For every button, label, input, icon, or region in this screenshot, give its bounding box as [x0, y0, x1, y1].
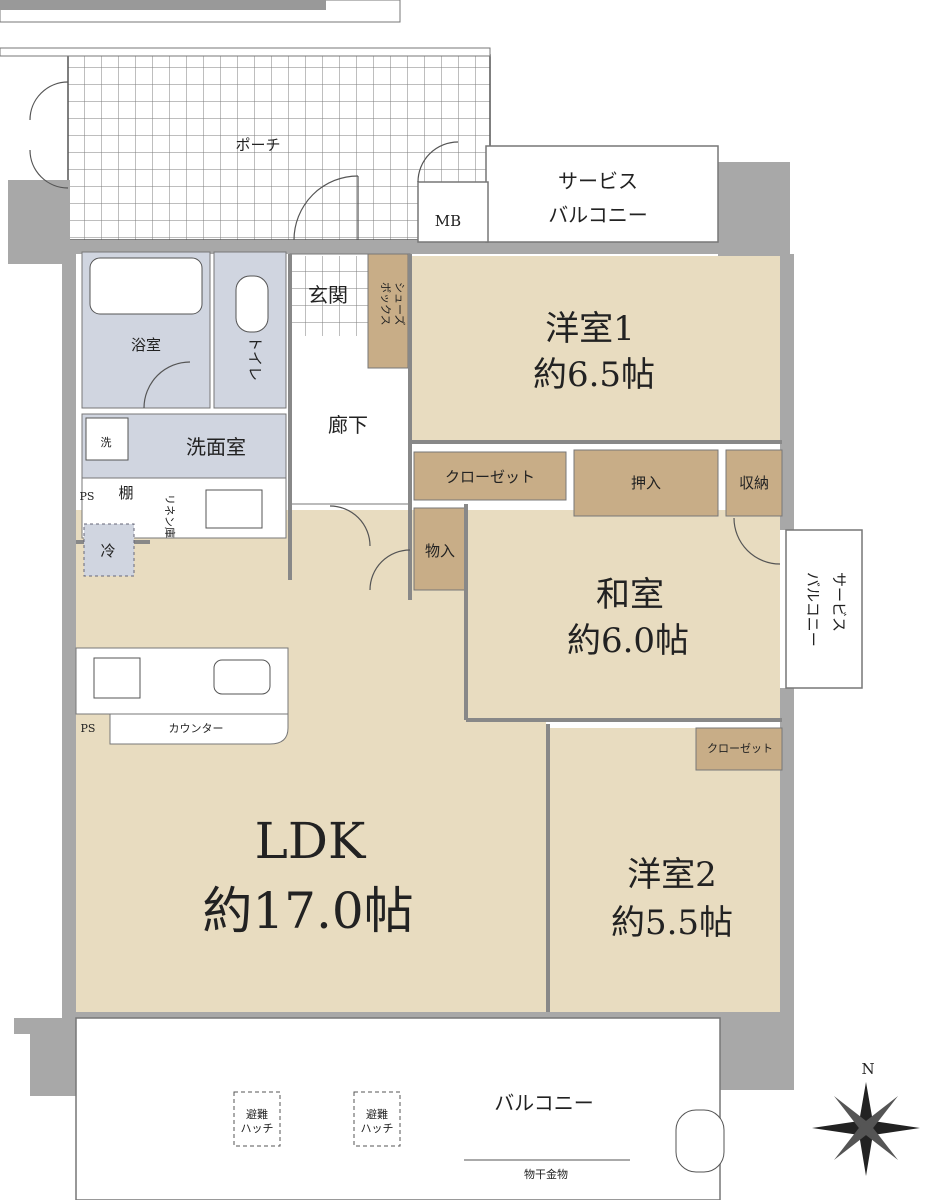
label-monoire: 物入 — [425, 542, 455, 560]
wall-left — [62, 240, 76, 1020]
service-balcony-right — [785, 529, 863, 689]
label-western1-name: 洋室1 — [545, 309, 635, 349]
label-ldk-size: 約17.0帖 — [202, 882, 413, 940]
interior-walls — [76, 254, 782, 1012]
monoire-box — [413, 507, 467, 591]
wall-bottom — [70, 1012, 790, 1018]
room-western2-floor — [550, 728, 780, 1012]
label-entrance: 玄関 — [308, 283, 348, 307]
door-swings — [29, 81, 781, 591]
label-bath: 浴室 — [131, 336, 161, 354]
washer-icon — [85, 417, 129, 461]
stove-icon — [93, 657, 141, 699]
oshiire-box — [573, 449, 719, 517]
label-shelf: 棚 — [118, 484, 133, 502]
mb-box — [417, 181, 489, 243]
label-hatch2-1: 避難 — [366, 1107, 388, 1121]
compass-north-label: N — [861, 1060, 874, 1078]
bathtub-icon — [89, 257, 203, 315]
label-porch: ポーチ — [235, 136, 280, 154]
entrance-tiles — [290, 256, 368, 336]
porch-roof-edge — [0, 47, 491, 57]
fridge-space — [83, 523, 135, 577]
wall-top-right — [718, 162, 790, 258]
hatch2-box — [353, 1091, 401, 1147]
closet2-box — [695, 727, 783, 771]
label-drying: 物干金物 — [524, 1167, 568, 1181]
label-hatch1-2: ハッチ — [241, 1122, 274, 1135]
label-service-balcony-right-1: サービス — [830, 572, 848, 632]
label-closet1: クローゼット — [445, 468, 535, 486]
label-western2-name: 洋室2 — [627, 855, 717, 895]
label-washer: 洗 — [101, 436, 112, 449]
label-ps-bottom: PS — [81, 722, 96, 735]
wall-right-lower — [780, 688, 794, 1088]
wall-right-upper — [780, 254, 794, 530]
top-structure-strip — [0, 0, 326, 10]
label-japanese-size: 約6.0帖 — [567, 621, 689, 661]
storage-box — [725, 449, 783, 517]
label-mb: MB — [435, 212, 461, 230]
label-balcony: バルコニー — [494, 1091, 594, 1115]
label-ps-top: PS — [80, 490, 95, 503]
compass-icon: N — [812, 1060, 920, 1176]
service-balcony-top — [485, 145, 719, 243]
label-western2-size: 約5.5帖 — [611, 903, 733, 943]
label-linen: リネン庫 — [163, 494, 177, 538]
wash-basin-icon — [205, 489, 263, 529]
room-japanese-floor — [470, 510, 780, 720]
wall-left-top — [8, 180, 70, 264]
label-shoe-box-1: シューズ — [393, 282, 407, 325]
label-oshiire: 押入 — [631, 474, 661, 492]
sink-icon — [213, 659, 271, 695]
ac-unit-icon — [675, 1109, 725, 1173]
toilet-icon — [235, 275, 269, 333]
label-service-balcony-top-1: サービス — [558, 169, 638, 193]
label-washroom: 洗面室 — [186, 435, 246, 459]
label-western1-size: 約6.5帖 — [533, 355, 655, 395]
label-storage: 収納 — [739, 474, 769, 492]
hatch1-box — [233, 1091, 281, 1147]
wall-top — [70, 240, 790, 254]
label-corridor: 廊下 — [328, 413, 368, 437]
label-fridge: 冷 — [100, 542, 115, 560]
label-toilet: トイレ — [246, 336, 264, 381]
label-ldk-name: LDK — [255, 812, 367, 870]
wall-bottom-right — [718, 1014, 794, 1090]
label-hatch1-1: 避難 — [246, 1107, 268, 1121]
label-shoe-box-2: ボックス — [379, 282, 392, 326]
label-counter: カウンター — [169, 722, 224, 735]
label-service-balcony-right-2: バルコニー — [804, 572, 822, 647]
label-hatch2-2: ハッチ — [361, 1122, 394, 1135]
closet1-box — [413, 451, 567, 501]
room-western1-floor — [412, 256, 780, 442]
counter-top — [109, 713, 289, 745]
label-closet2: クローゼット — [707, 742, 773, 755]
shoe-box — [367, 253, 409, 369]
label-service-balcony-top-2: バルコニー — [548, 203, 648, 227]
label-japanese-name: 和室 — [596, 575, 664, 615]
